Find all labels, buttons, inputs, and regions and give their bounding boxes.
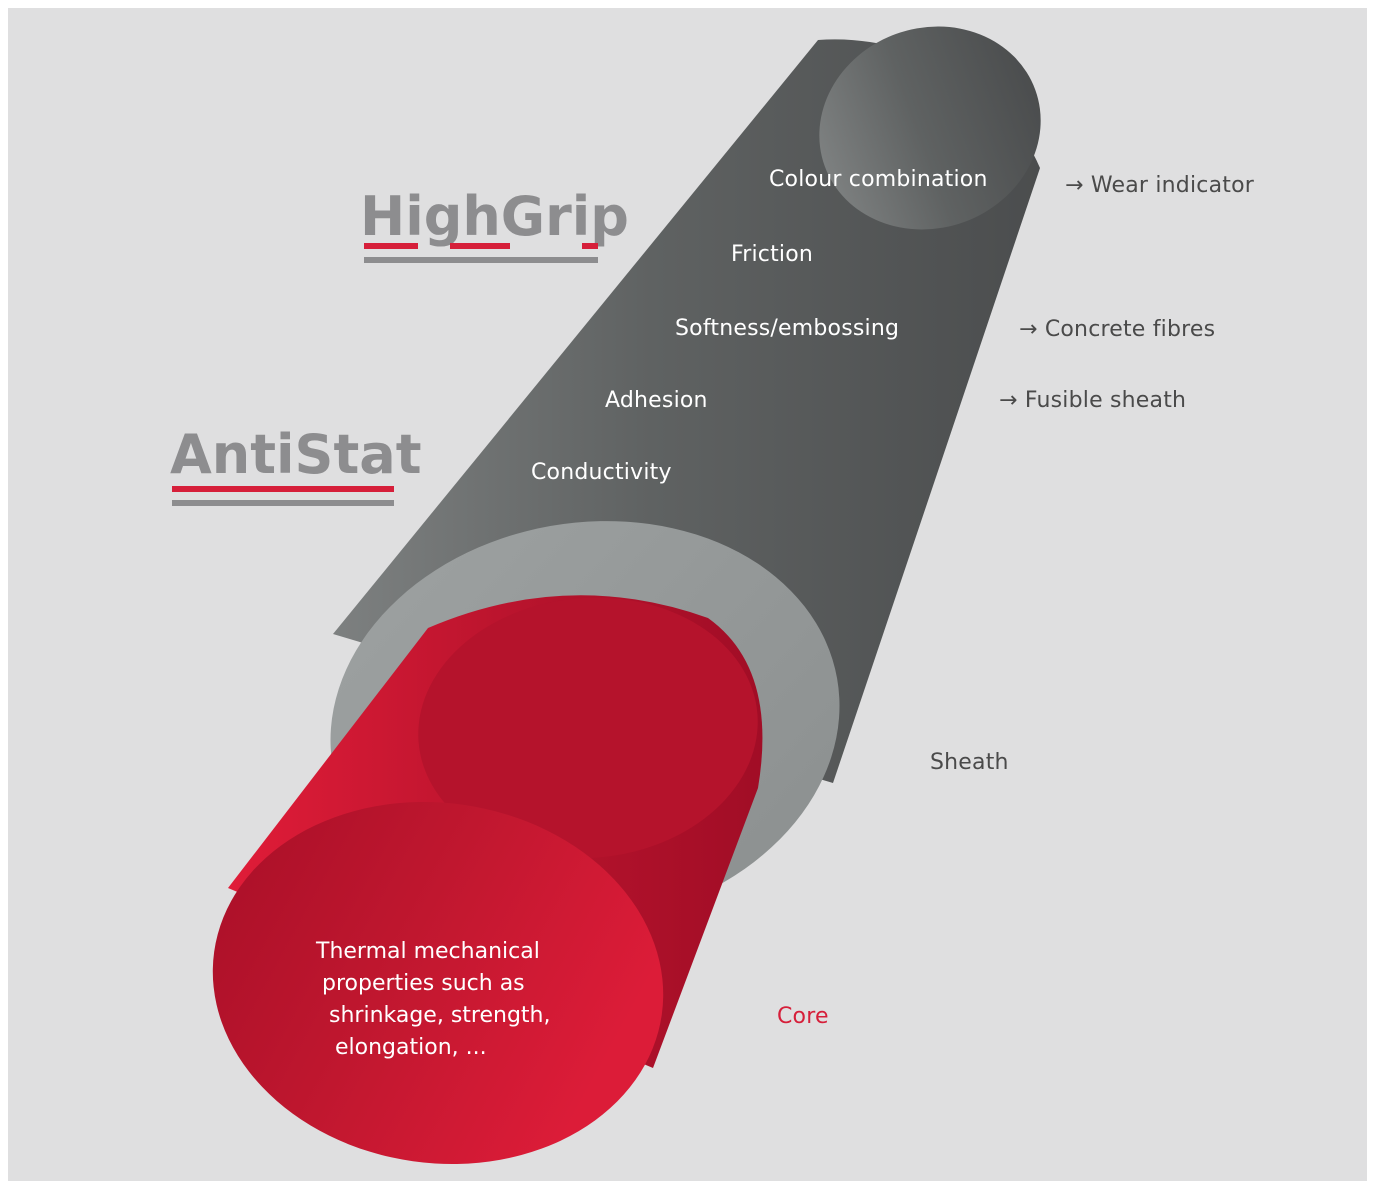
core-face xyxy=(212,801,664,1165)
sheath-label: Sheath xyxy=(930,750,1009,775)
core-label: Core xyxy=(777,1004,829,1029)
feature-colour-combination: Colour combination xyxy=(769,167,988,192)
core-text-line-2: properties such as xyxy=(322,971,525,996)
feature-softness-embossing: Softness/embossing xyxy=(675,316,900,341)
core-back-top xyxy=(418,597,758,859)
antistat-logo: AntiStat xyxy=(170,423,422,486)
core-text-line-3: shrinkage, strength, xyxy=(329,1003,551,1028)
rope-illustration xyxy=(212,26,1041,1165)
highgrip-logo: HighGrip xyxy=(360,185,629,248)
sheath-far-end xyxy=(819,26,1041,230)
core-text-line-4: elongation, ... xyxy=(335,1035,487,1060)
diagram-panel: HighGrip AntiStat Colour combination Fri… xyxy=(8,8,1367,1181)
option-wear-indicator: → Wear indicator xyxy=(1065,173,1254,198)
feature-adhesion: Adhesion xyxy=(605,388,708,413)
option-fusible-sheath: → Fusible sheath xyxy=(999,388,1187,413)
option-concrete-fibres: → Concrete fibres xyxy=(1019,317,1216,342)
core-text-line-1: Thermal mechanical xyxy=(316,939,540,964)
feature-friction: Friction xyxy=(731,242,814,267)
feature-conductivity: Conductivity xyxy=(531,460,672,485)
